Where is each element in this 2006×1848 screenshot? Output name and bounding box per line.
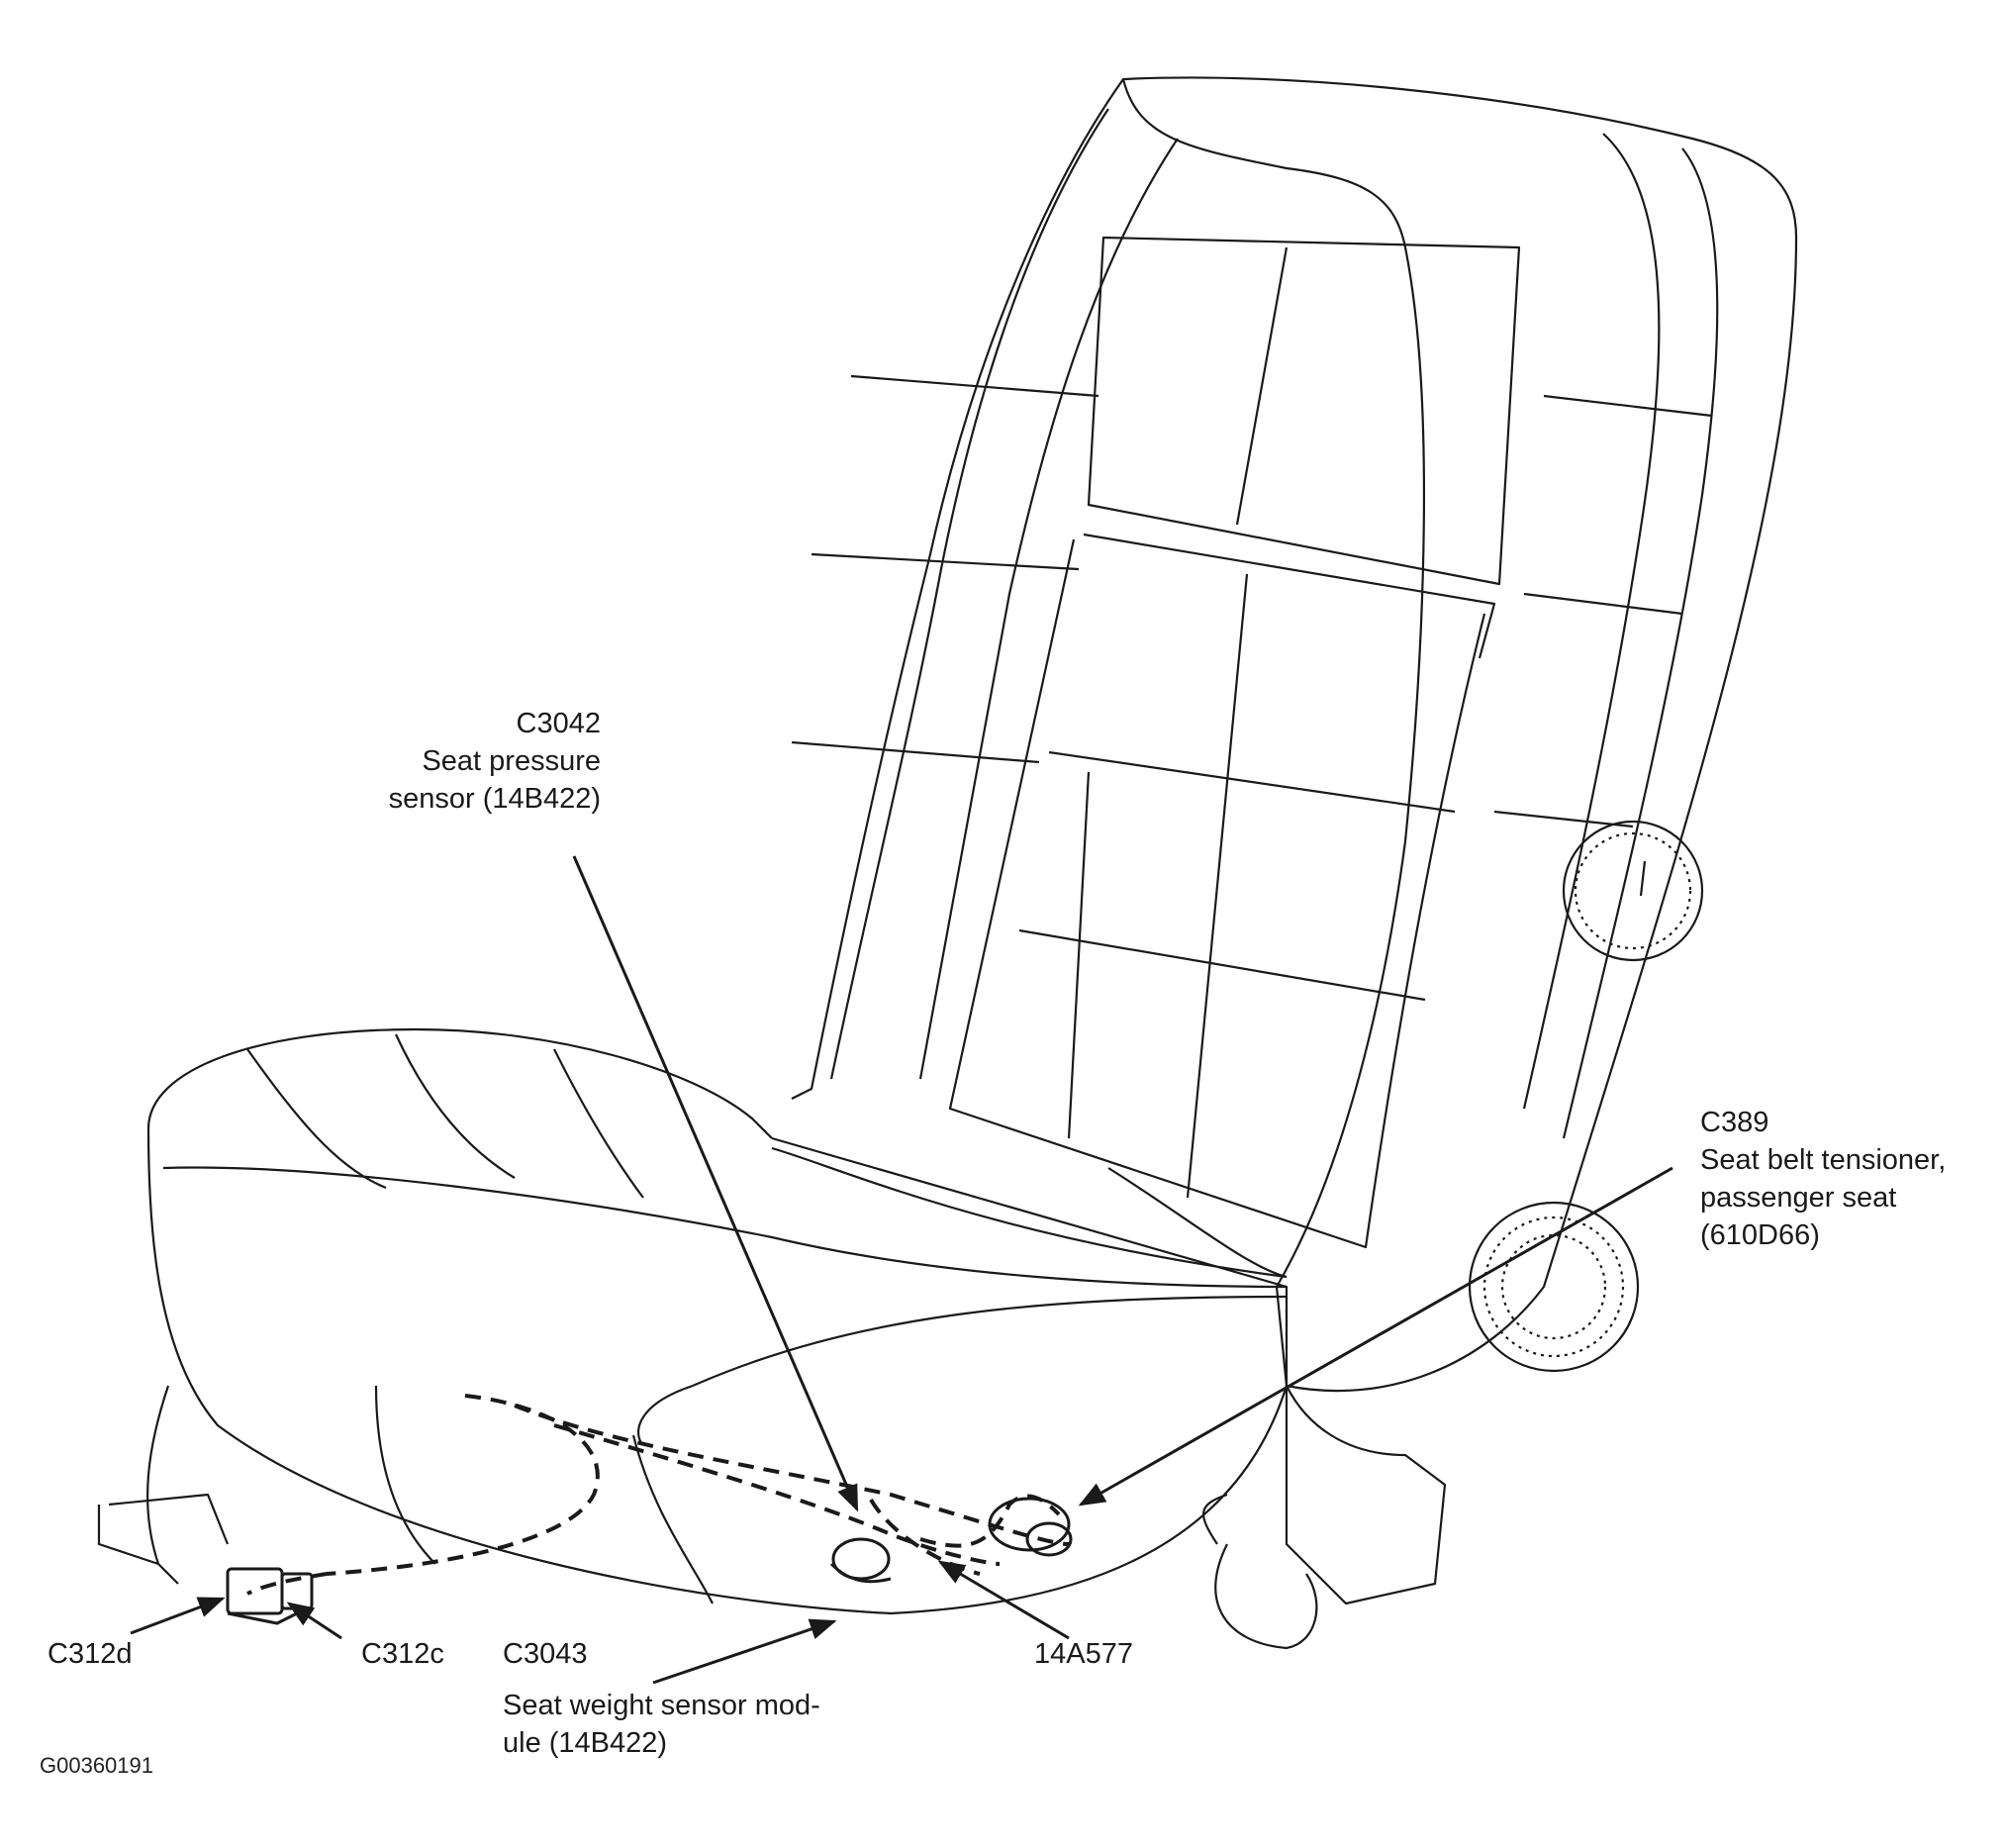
seat-back (791, 76, 1798, 1393)
c3043-code: C3043 (503, 1638, 588, 1670)
callout-c312d: C312d (48, 1635, 132, 1673)
connectors (226, 1497, 1073, 1625)
c3042-code: C3042 (516, 708, 601, 739)
figure-id: G00360191 (40, 1753, 153, 1778)
c389-line3: (610D66) (1700, 1219, 1820, 1251)
c3043-line2: ule (14B422) (503, 1727, 668, 1759)
leader-lines (130, 855, 1673, 1685)
c3042-line2: sensor (14B422) (388, 783, 601, 815)
c389-line1: Seat belt tensioner, (1700, 1144, 1947, 1176)
callout-c312c: C312c (361, 1635, 444, 1673)
callout-c3042: C3042 Seat pressure sensor (14B422) (389, 705, 601, 818)
c3042-line1: Seat pressure (422, 745, 601, 777)
callout-c389: C389 Seat belt tensioner, passenger seat… (1700, 1104, 1946, 1254)
callout-c3043: C3043 Seat weight sensor mod- ule (14B42… (503, 1635, 820, 1762)
c312d-code: C312d (48, 1638, 133, 1670)
seat-cushion (97, 1027, 1640, 1650)
c312c-code: C312c (361, 1638, 444, 1670)
c389-code: C389 (1700, 1107, 1769, 1138)
c3043-line1: Seat weight sensor mod- (503, 1690, 820, 1721)
c389-line2: passenger seat (1700, 1182, 1897, 1214)
14a577-code: 14A577 (1034, 1638, 1133, 1670)
callout-14a577: 14A577 (1034, 1635, 1133, 1673)
